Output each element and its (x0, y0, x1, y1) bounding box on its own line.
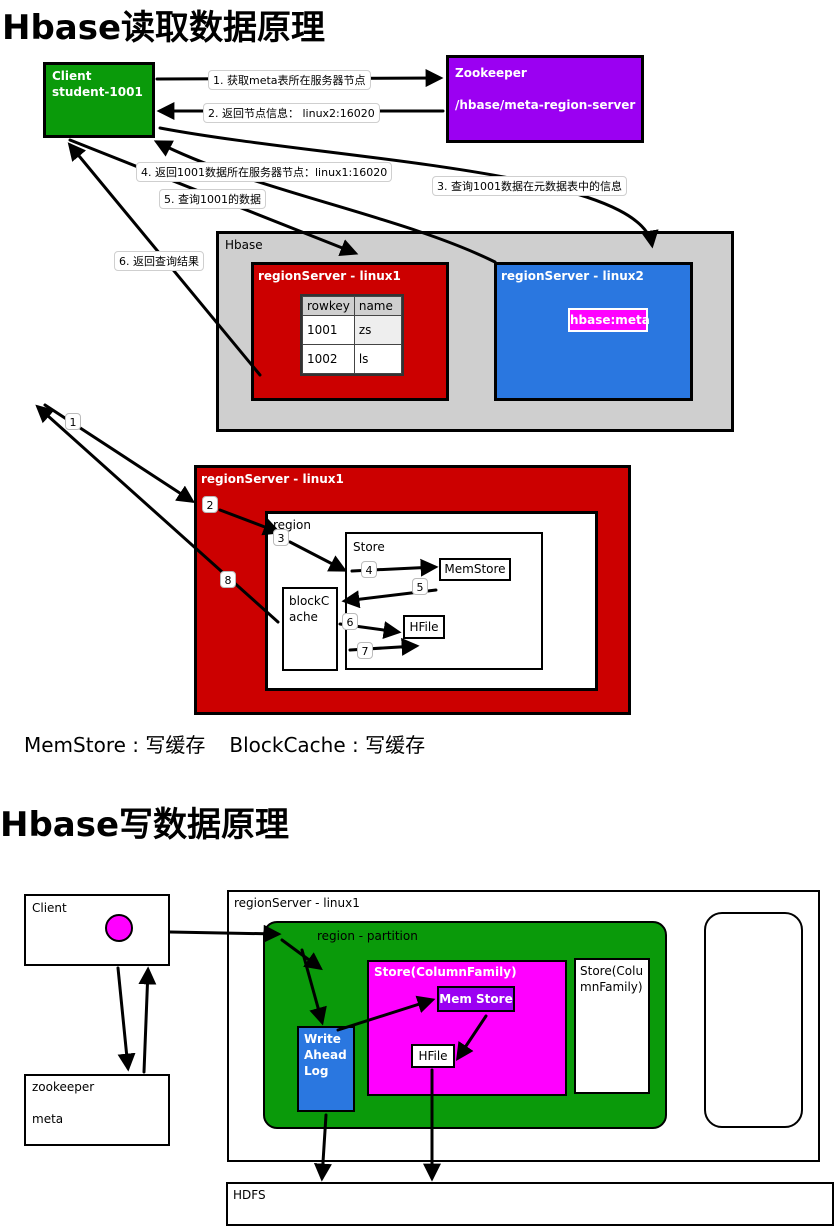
write-zookeeper-node: zookeeper meta (24, 1074, 170, 1146)
table-header: rowkey (302, 296, 355, 316)
arrow-w-rs-region (280, 938, 323, 971)
step-6-label: 6. 返回查询结果 (114, 251, 204, 271)
detail-num-3: 3 (273, 529, 289, 546)
region-partition-label: region - partition (317, 929, 418, 943)
step-2-label: 2. 返回节点信息： linux2:16020 (203, 103, 380, 123)
detail-num-4: 4 (361, 561, 377, 578)
arrow-w-zk-client (138, 966, 157, 1074)
write-client-node: Client (24, 894, 170, 966)
hfile-box: HFile (403, 615, 445, 639)
blockcache-box: blockC ache (282, 587, 338, 671)
rs1-label: regionServer - linux1 (258, 269, 401, 283)
arrow-w-memstore-hfile (456, 1014, 488, 1061)
detail-num-6: 6 (342, 613, 358, 630)
zookeeper-label: Zookeeper (455, 66, 527, 80)
write-zookeeper-label: zookeeper (32, 1080, 95, 1094)
write-rs-label: regionServer - linux1 (234, 896, 360, 910)
detail-num-5: 5 (412, 578, 428, 595)
arrow-d8 (35, 404, 280, 624)
store-column-family: Store(ColumnFamily) (367, 960, 567, 1096)
arrow-w-client-zk (116, 966, 136, 1072)
detail-num-7: 7 (357, 642, 373, 659)
arrow-d3 (288, 540, 348, 572)
read-title: Hbase读取数据原理 (2, 8, 326, 48)
memstore-box: MemStore (439, 558, 511, 581)
step-5-label: 5. 查询1001的数据 (159, 189, 266, 209)
client-id-label: student-1001 (52, 85, 143, 99)
zookeeper-node: Zookeeper /hbase/meta-region-server (446, 55, 644, 143)
write-meta-label: meta (32, 1112, 64, 1126)
store-column-family-2: Store(ColumnFamily) (574, 958, 650, 1094)
region-server-linux2: regionServer - linux2 hbase:meta (494, 262, 693, 401)
write-client-label: Client (32, 901, 67, 915)
arrow-w-wal-memstore (336, 995, 436, 1032)
caption-blockcache-desc: : 写缓存 (345, 733, 426, 757)
arrow-4-return-rs (153, 140, 497, 264)
caption-memstore-desc: : 写缓存 (125, 733, 206, 757)
hdfs-box: HDFS (226, 1182, 834, 1226)
zookeeper-path-label: /hbase/meta-region-server (455, 98, 636, 112)
client-label: Client (52, 69, 92, 83)
caption-memstore: MemStore (24, 733, 126, 757)
store-cf-label: Store(ColumnFamily) (374, 965, 517, 979)
arrow-d2 (218, 508, 282, 536)
arrow-w-region-wal (300, 948, 327, 1026)
empty-region-slot (704, 912, 803, 1128)
detail-num-2: 2 (202, 496, 218, 513)
detail-num-1: 1 (65, 413, 81, 430)
write-memstore: Mem Store (437, 986, 515, 1012)
store-label: Store (353, 540, 385, 554)
rs2-label: regionServer - linux2 (501, 269, 644, 283)
detail-num-8: 8 (220, 571, 236, 588)
caption-blockcache: BlockCache (229, 733, 346, 757)
region-label: region (273, 518, 311, 532)
client-circle-icon (105, 914, 133, 942)
write-title: Hbase写数据原理 (0, 805, 290, 845)
step-1-label: 1. 获取meta表所在服务器节点 (208, 70, 371, 90)
write-ahead-log: Write Ahead Log (297, 1026, 355, 1112)
arrow-w-wal-hdfs (313, 1113, 332, 1182)
table-header: name (353, 296, 402, 316)
client-node: Client student-1001 (43, 62, 155, 138)
step-4-label: 4. 返回1001数据所在服务器节点：linux1:16020 (136, 162, 393, 182)
step-3-label: 3. 查询1001数据在元数据表中的信息 (432, 176, 627, 196)
write-hfile: HFile (411, 1044, 455, 1068)
arrow-3-query-meta (158, 126, 659, 249)
arrow-w-client-rs (168, 924, 282, 943)
hbase-meta-table: hbase:meta (568, 308, 650, 332)
detail-rs-label: regionServer - linux1 (201, 472, 344, 486)
hbase-label: Hbase (225, 238, 263, 252)
hdfs-label: HDFS (233, 1188, 266, 1202)
